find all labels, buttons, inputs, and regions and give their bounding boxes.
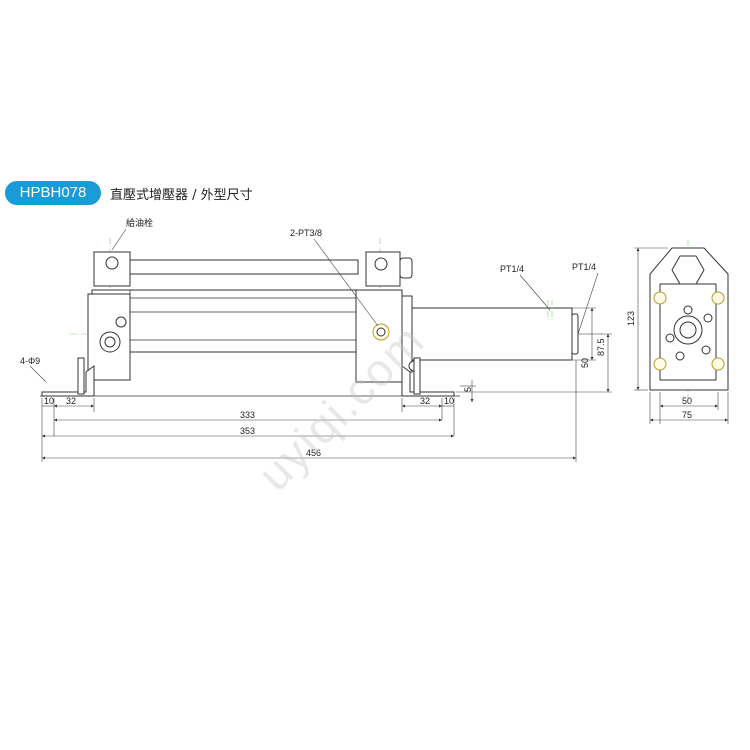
- dim-50-height: 50: [580, 358, 590, 368]
- right-foot-bolt: [413, 357, 421, 395]
- pt38-label: 2-PT3/8: [290, 228, 322, 238]
- callouts: 給油栓 2-PT3/8 PT1/4 PT1/4 4-Φ9: [20, 217, 599, 383]
- right-head-hole: [374, 257, 388, 271]
- dim-side-75: 75: [682, 410, 692, 420]
- oil-plug-label: 給油栓: [126, 217, 153, 228]
- dim-side-50: 50: [682, 396, 692, 406]
- rod-tip: [571, 313, 579, 355]
- right-flange: [401, 295, 413, 373]
- dim-10-right: 10: [444, 396, 454, 406]
- side-bolt-bl: [653, 357, 667, 371]
- dim-333: 333: [240, 410, 255, 420]
- front-view: [40, 238, 610, 397]
- side-bolt-br: [711, 357, 725, 371]
- right-head-cap: [399, 257, 413, 279]
- dim-87-5: 87.5: [596, 338, 606, 356]
- left-foot-bolt: [77, 357, 85, 395]
- tie-rod-top: [129, 259, 359, 275]
- drawing-subtitle: 直壓式增壓器 / 外型尺寸: [110, 188, 253, 203]
- pt14-label-a: PT1/4: [500, 264, 524, 274]
- dim-5: 5: [463, 387, 473, 392]
- side-screw-1: [683, 305, 693, 315]
- output-rod: [411, 307, 573, 361]
- left-end-cap: [87, 293, 131, 381]
- side-hex-nut: [671, 255, 705, 285]
- dim-123: 123: [626, 311, 636, 326]
- dimensions: 10 32 32 10 333 353 456 50 87.5 5: [41, 307, 612, 462]
- dim-32-right: 32: [420, 396, 430, 406]
- model-badge: HPBH078: [5, 181, 101, 205]
- oil-plug-hole: [105, 256, 119, 270]
- left-foot: [41, 365, 95, 397]
- dim-32-left: 32: [66, 396, 76, 406]
- side-bolt-tl: [653, 291, 667, 305]
- side-view: [649, 240, 729, 400]
- pt38-port-inner: [376, 327, 386, 337]
- side-screw-2: [703, 313, 713, 323]
- left-bleed-screw: [115, 316, 127, 328]
- side-screw-3: [665, 333, 675, 343]
- side-bolt-tr: [711, 291, 725, 305]
- holes-label: 4-Φ9: [20, 356, 40, 366]
- side-screw-4: [701, 345, 711, 355]
- side-dimensions: 123 50 75: [626, 247, 729, 424]
- left-port-inner: [104, 336, 116, 348]
- pt14-label-b: PT1/4: [572, 262, 596, 272]
- side-screw-5: [675, 351, 685, 361]
- main-cylinder: [91, 289, 357, 353]
- dim-353: 353: [240, 426, 255, 436]
- dim-10-left: 10: [44, 396, 54, 406]
- dim-456: 456: [306, 448, 321, 458]
- side-rod-inner: [679, 321, 697, 339]
